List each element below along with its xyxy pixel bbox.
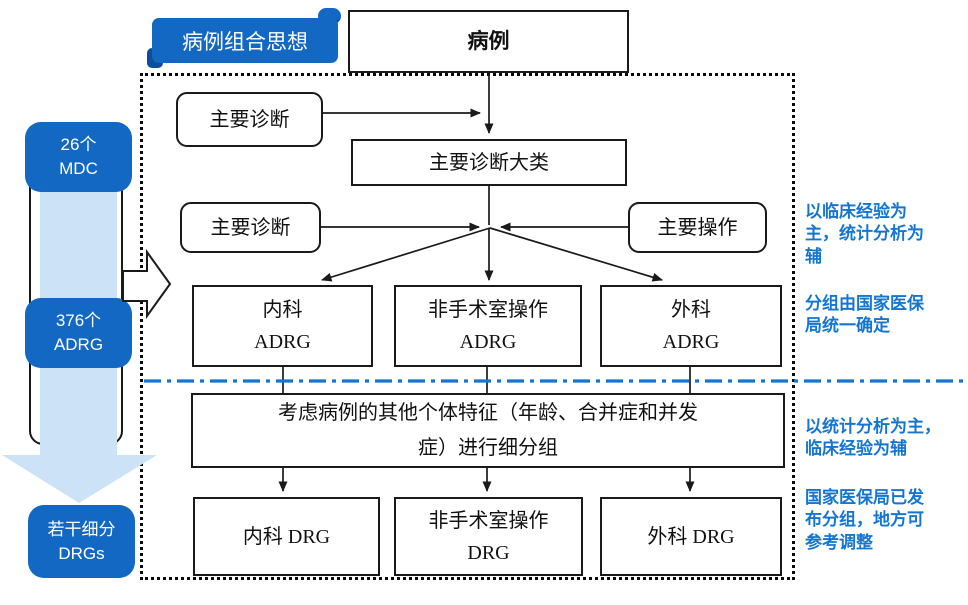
box-case: 病例 [348, 10, 629, 73]
box-subdivision-criteria: 考虑病例的其他个体特征（年龄、合并症和并发 症）进行细分组 [191, 393, 785, 468]
box-non-or-drg: 非手术室操作 DRG [394, 497, 583, 576]
box-primary-diagnosis-top: 主要诊断 [176, 92, 323, 147]
box-non-or-adrg: 非手术室操作 ADRG [394, 285, 582, 367]
badge-adrg-count: 376个 ADRG [25, 298, 132, 368]
badge-drgs-count: 若干细分 DRGs [28, 505, 135, 578]
box-primary-operation: 主要操作 [628, 202, 767, 253]
box-major-diagnostic-category: 主要诊断大类 [351, 139, 627, 186]
box-internal-adrg: 内科 ADRG [192, 285, 373, 367]
box-surgical-drg: 外科 DRG [600, 497, 782, 576]
annotation-upper-method: 以临床经验为 主，统计分析为 辅 [805, 202, 924, 266]
banner-title: 病例组合思想 [152, 18, 338, 63]
box-primary-diagnosis-mid: 主要诊断 [180, 202, 321, 253]
annotation-upper-policy: 分组由国家医保 局统一确定 [805, 294, 924, 336]
box-internal-drg: 内科 DRG [193, 497, 380, 576]
annotation-lower-method: 以统计分析为主， 临床经验为辅 [805, 417, 941, 459]
annotation-lower-policy: 国家医保局已发 布分组，地方可 参考调整 [805, 488, 924, 552]
badge-mdc-count: 26个 MDC [25, 122, 132, 192]
box-surgical-adrg: 外科 ADRG [600, 285, 782, 367]
